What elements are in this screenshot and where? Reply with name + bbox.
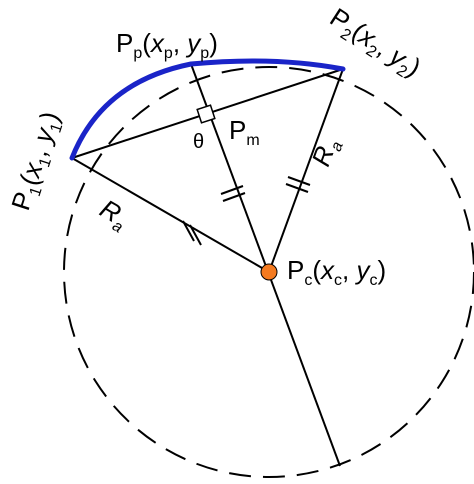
label-pc: Pc(xc, yc) [287,255,386,289]
center-point [260,263,278,281]
tick-marks-bisector [220,185,246,202]
right-angle-marker [196,104,216,124]
label-ra-right: Ra [305,134,346,172]
label-ra-left: Ra [93,193,134,236]
label-p2: P2(x2, y2) [323,2,427,86]
radius-p1-pc [71,157,270,273]
radius-p2-pc [268,68,344,273]
label-p1: P1(x1, y1) [5,108,69,215]
label-theta: θ [193,131,204,153]
arc-p1-p2 [69,58,346,161]
tick-marks-right-radius [285,176,311,193]
label-pm: Pm [229,115,260,149]
tick-marks-left-radius [182,220,202,246]
dashed-circle [63,66,474,478]
label-pp: Pp(xp, yp) [116,28,218,62]
